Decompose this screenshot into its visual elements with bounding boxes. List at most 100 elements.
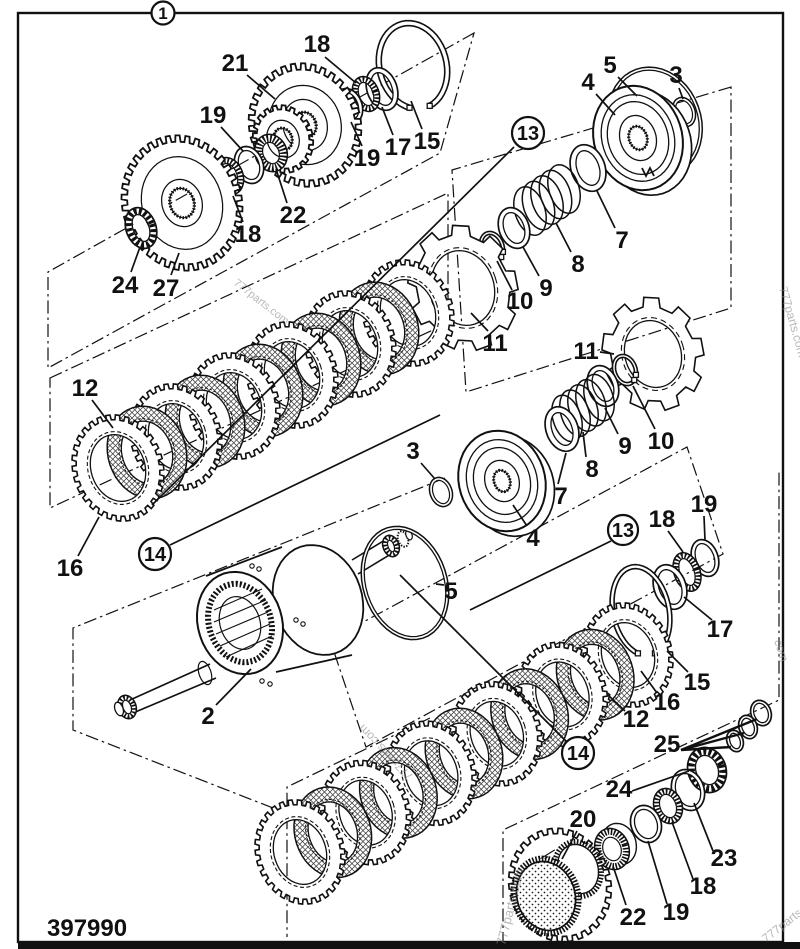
callout-12-34: 12	[607, 694, 650, 733]
callout-20-37: 20	[561, 806, 596, 860]
steel-plate-0	[254, 799, 346, 905]
callout-19-30: 19	[691, 491, 718, 541]
callout-5-27: 5	[435, 578, 458, 605]
callout-16-19: 16	[57, 516, 100, 582]
ref-circle-13-1: 13	[151, 115, 546, 506]
callout-label-9: 9	[618, 433, 631, 460]
callout-label-24: 24	[606, 776, 633, 803]
callout-11-20: 11	[573, 338, 615, 365]
exploded-parts	[71, 19, 773, 943]
callout-9-15: 9	[522, 246, 553, 302]
callout-18-39: 18	[671, 821, 717, 900]
callout-label-19: 19	[663, 899, 690, 926]
callout-7-24: 7	[554, 452, 568, 510]
callout-22-7: 22	[275, 168, 306, 229]
callout-24-36: 24	[606, 770, 690, 803]
callout-label-15: 15	[684, 669, 711, 696]
callout-label-24: 24	[112, 272, 139, 299]
callout-label-12: 12	[72, 375, 99, 402]
callout-19-3: 19	[350, 121, 381, 172]
callout-25-35: 25	[654, 717, 758, 758]
callout-label-19: 19	[200, 102, 227, 129]
callout-label-7: 7	[554, 483, 567, 510]
callout-label-19: 19	[691, 491, 718, 518]
callout-label-15: 15	[414, 128, 441, 155]
callout-label-12: 12	[623, 706, 650, 733]
part-clutch-piston-4b	[457, 429, 556, 538]
callout-label-4: 4	[526, 525, 540, 552]
callout-label-17: 17	[385, 134, 412, 161]
callout-label-10: 10	[648, 428, 675, 455]
part-o-ring-3b	[428, 476, 454, 508]
part-washer-17b	[652, 563, 688, 611]
ref-number: 13	[517, 123, 539, 145]
callout-label-18: 18	[235, 221, 262, 248]
callout-label-16: 16	[654, 689, 681, 716]
part-gear-20	[507, 827, 613, 943]
part-clutch-pack-lower	[254, 602, 674, 905]
part-seal-ring-5b	[360, 525, 450, 641]
ref-number: 14	[567, 743, 590, 765]
ref-number: 14	[144, 544, 167, 566]
callout-23-38: 23	[693, 802, 738, 872]
callout-label-22: 22	[620, 904, 647, 931]
ref-circle-1-0: 1	[150, 0, 176, 26]
callout-17-4: 17	[381, 106, 412, 161]
ref-number: 1	[158, 4, 167, 23]
callout-label-19: 19	[354, 145, 381, 172]
callout-8-14: 8	[555, 222, 585, 278]
callout-11-17: 11	[470, 312, 508, 357]
callout-4-10: 4	[581, 69, 616, 116]
callout-label-11: 11	[482, 330, 507, 357]
part-washer-7a	[569, 143, 607, 193]
callout-label-23: 23	[711, 845, 738, 872]
callout-label-2: 2	[201, 703, 214, 730]
callout-19-2: 19	[200, 102, 244, 152]
phantom-line-1	[72, 477, 446, 839]
callout-18-29: 18	[649, 506, 684, 553]
assembly-ref-circles: 1 13 14 13 14	[137, 0, 640, 771]
part-washer-19d	[629, 804, 663, 844]
callout-label-9: 9	[539, 275, 552, 302]
drawing-number: 397990	[47, 915, 127, 942]
ref-circle-13-3: 13	[469, 513, 640, 611]
callout-15-5: 15	[410, 100, 441, 155]
callout-7-13: 7	[596, 190, 629, 254]
callout-22-41: 22	[612, 865, 647, 931]
callout-label-5: 5	[603, 52, 616, 79]
part-washer-7b	[544, 405, 580, 453]
callout-15-32: 15	[666, 650, 711, 696]
callout-27-9: 27	[153, 252, 180, 302]
callout-2-28: 2	[201, 668, 252, 730]
callout-label-3: 3	[669, 62, 682, 89]
callout-19-40: 19	[647, 840, 690, 926]
steel-plate-0	[71, 414, 165, 522]
steel-plate-8	[516, 641, 609, 748]
callout-label-17: 17	[707, 616, 734, 643]
callout-label-11: 11	[573, 338, 598, 365]
callout-10-16: 10	[496, 260, 534, 315]
part-clutch-pack-upper	[71, 259, 455, 522]
phantom-box-1	[451, 86, 732, 393]
callout-label-10: 10	[507, 288, 534, 315]
callout-3-12: 3	[669, 62, 684, 100]
callout-18-6: 18	[232, 195, 262, 248]
callout-21-1: 21	[222, 50, 276, 100]
part-spring-pack-8b	[551, 373, 615, 443]
callout-label-18: 18	[649, 506, 676, 533]
callout-5-11: 5	[603, 52, 638, 97]
steel-plate-10	[582, 602, 674, 708]
part-spring-pack-8a	[513, 164, 581, 236]
callout-label-21: 21	[222, 50, 249, 77]
callout-label-18: 18	[690, 873, 717, 900]
phantom-line-0	[502, 470, 780, 945]
callout-18-0: 18	[304, 31, 357, 84]
callout-8-23: 8	[582, 431, 599, 483]
callout-4-25: 4	[512, 504, 540, 552]
bottom-edge-bar	[18, 942, 800, 949]
callout-label-8: 8	[585, 456, 598, 483]
part-bearing-24	[124, 206, 158, 250]
part-snap-ring-15	[375, 19, 451, 112]
